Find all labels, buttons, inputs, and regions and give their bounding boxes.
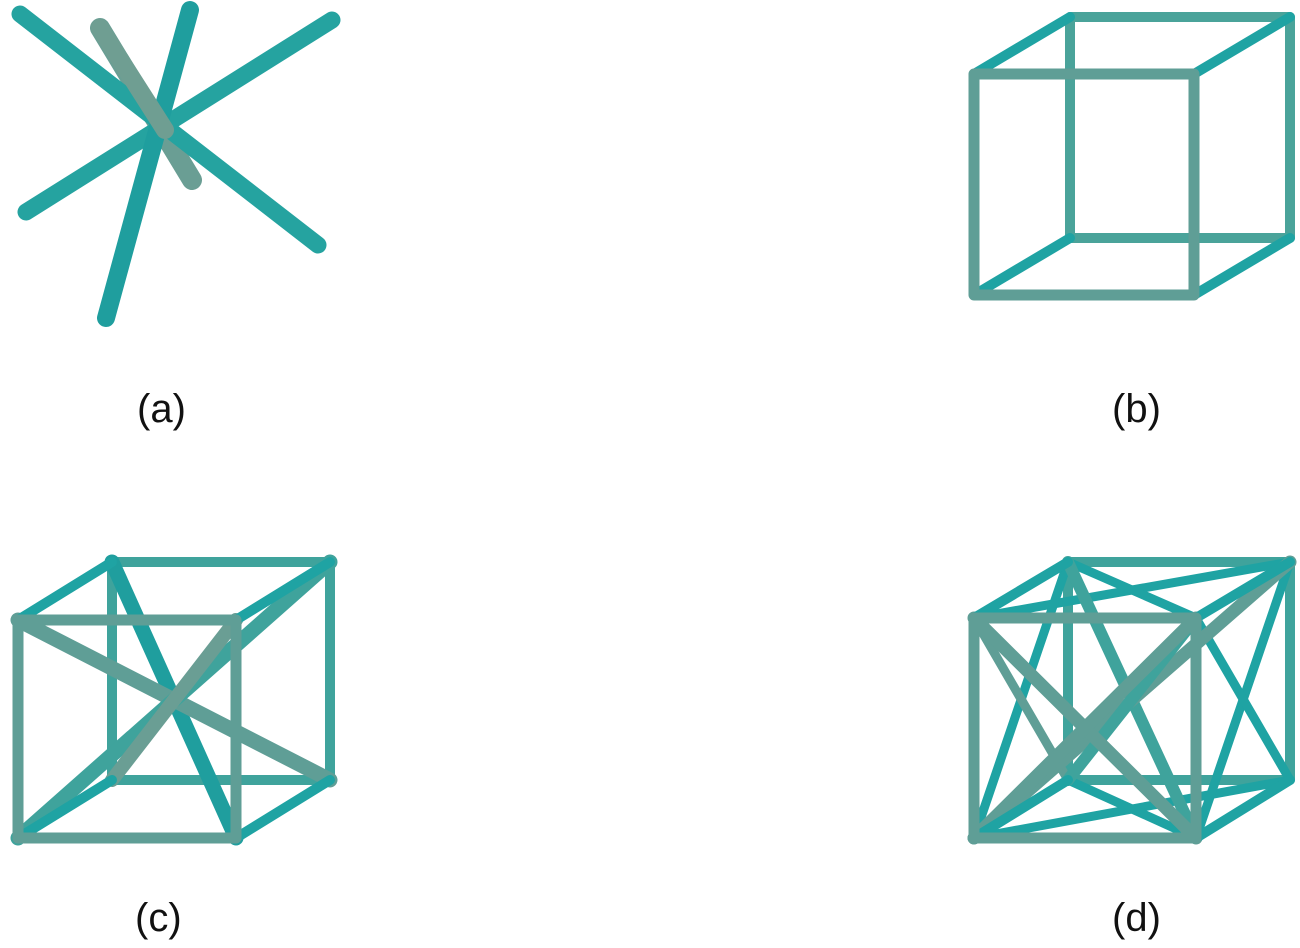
bcc-cube-diagram bbox=[10, 554, 338, 846]
bcc-struts-diagram bbox=[11, 1, 341, 327]
panel-b bbox=[950, 0, 1300, 320]
panel-label-c: (c) bbox=[135, 896, 182, 940]
panel-a bbox=[0, 0, 360, 340]
panel-c bbox=[0, 540, 360, 860]
fcc-bcc-cube-diagram bbox=[967, 555, 1297, 845]
panel-label-b: (b) bbox=[1112, 387, 1161, 431]
simple-cubic-diagram bbox=[968, 12, 1295, 301]
panel-label-a: (a) bbox=[137, 387, 186, 431]
panel-label-d: (d) bbox=[1112, 896, 1161, 940]
panel-d bbox=[950, 540, 1300, 860]
